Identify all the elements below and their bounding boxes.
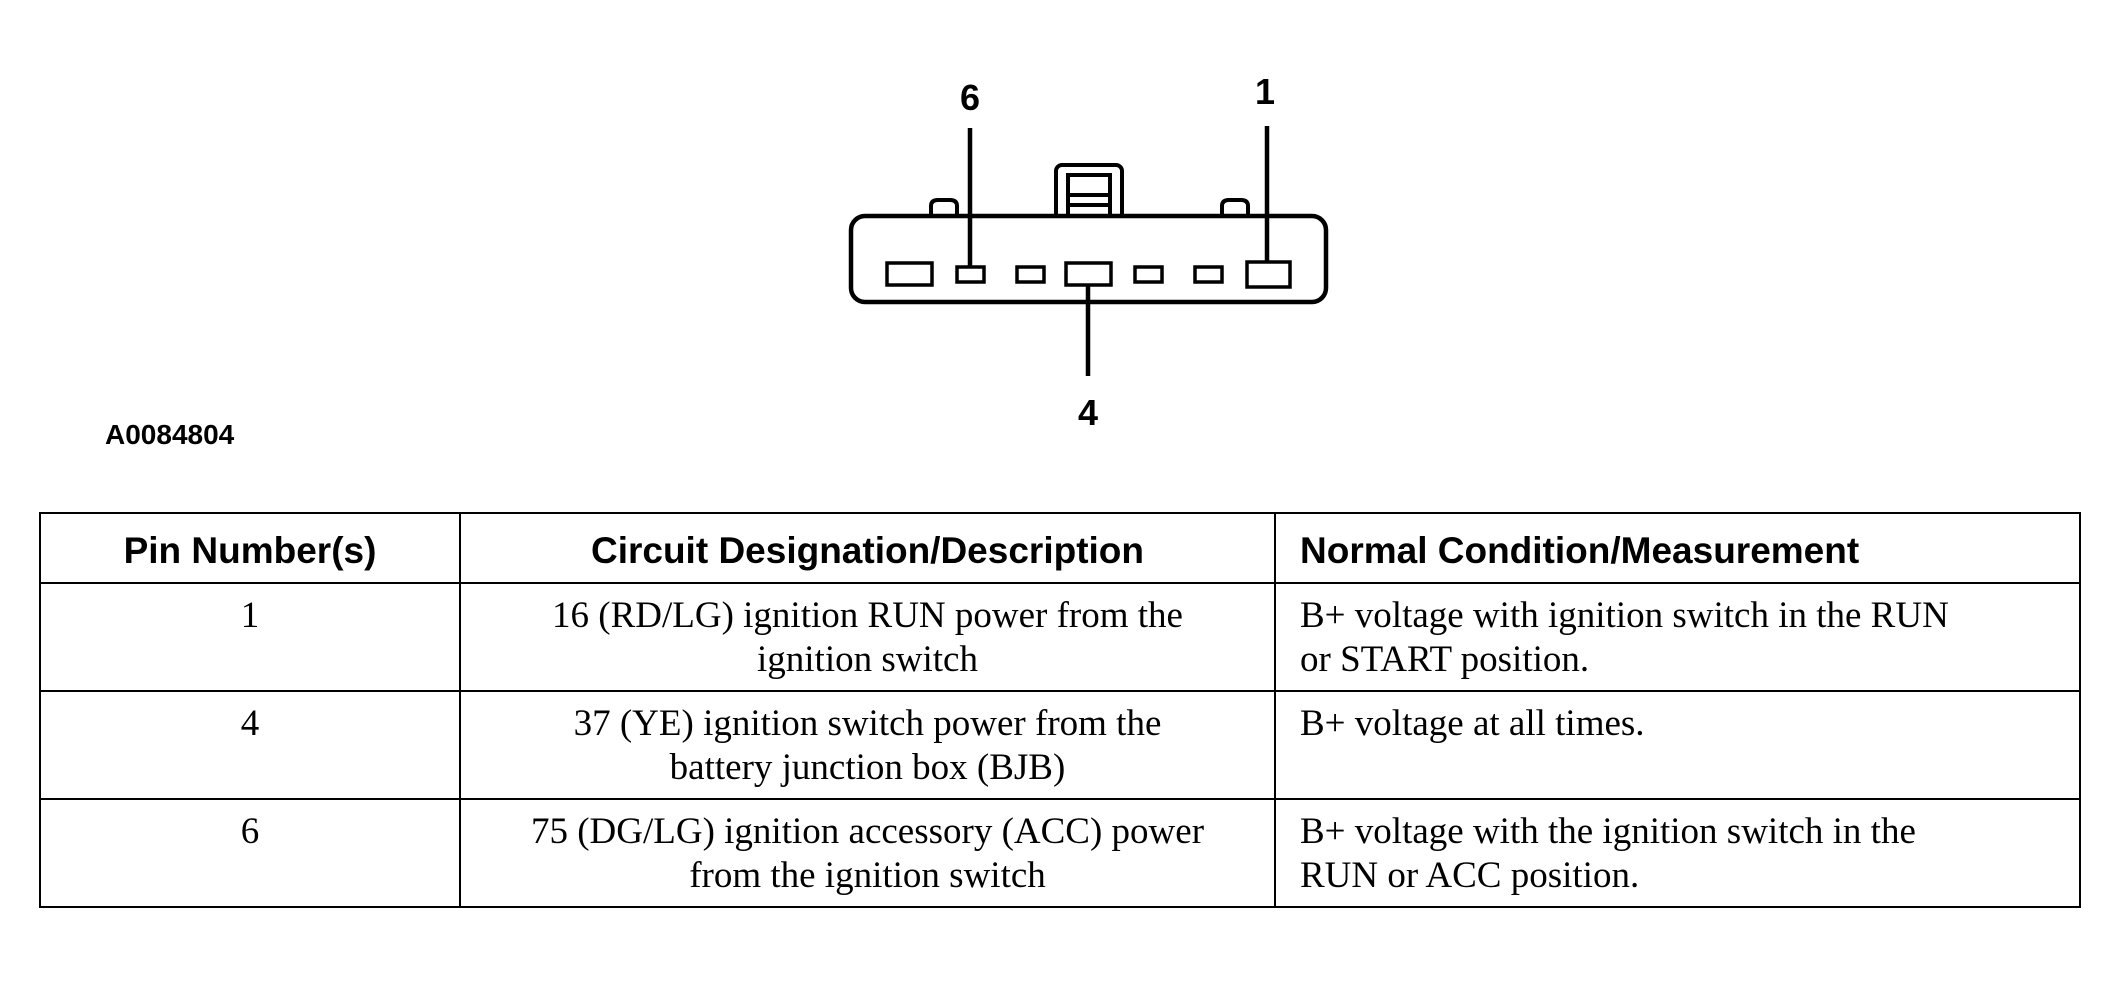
connector-latch [1054, 163, 1124, 223]
cavity-4 [1064, 261, 1113, 287]
connector-bump-right [1220, 198, 1250, 218]
table-header-row: Pin Number(s) Circuit Designation/Descri… [39, 512, 2081, 584]
cell-condition: B+ voltage at all times. [1274, 690, 2081, 800]
connector-bump-left [929, 198, 959, 218]
cell-condition-line: or START position. [1300, 638, 1590, 680]
table-row: 6 75 (DG/LG) ignition accessory (ACC) po… [39, 798, 2081, 908]
cell-condition-line: B+ voltage with ignition switch in the R… [1300, 595, 1949, 636]
cell-circuit: 75 (DG/LG) ignition accessory (ACC) powe… [459, 798, 1276, 908]
figure-id: A0084804 [105, 419, 235, 450]
connector-cavities [885, 260, 1292, 289]
callout-pin-4: 4 [1078, 392, 1098, 433]
cell-condition-line: RUN or ACC position. [1300, 854, 1640, 896]
cell-condition: B+ voltage with the ignition switch in t… [1274, 798, 2081, 908]
cavity-1 [1245, 260, 1292, 289]
cell-circuit-line: battery junction box (BJB) [669, 746, 1066, 788]
cell-circuit-line: 75 (DG/LG) ignition accessory (ACC) powe… [530, 811, 1205, 852]
header-pin-numbers: Pin Number(s) [39, 512, 461, 584]
pin-table: Pin Number(s) Circuit Designation/Descri… [39, 512, 2081, 908]
cell-condition-line: B+ voltage at all times. [1300, 703, 1645, 744]
connector-diagram: 6 1 4 A0084804 [105, 71, 1329, 450]
cell-condition: B+ voltage with ignition switch in the R… [1274, 582, 2081, 692]
cell-pin: 1 [39, 582, 461, 692]
cavity-5 [1015, 265, 1046, 284]
cell-circuit-line: 16 (RD/LG) ignition RUN power from the [552, 595, 1183, 636]
cell-circuit-line: ignition switch [757, 638, 978, 680]
cell-circuit-line: from the ignition switch [689, 854, 1046, 896]
cell-circuit: 37 (YE) ignition switch power from the b… [459, 690, 1276, 800]
callout-pin-6: 6 [960, 77, 980, 118]
cavity-7 [885, 261, 934, 287]
cavity-2 [1193, 265, 1224, 284]
cell-pin: 4 [39, 690, 461, 800]
callout-pin-1: 1 [1255, 71, 1275, 112]
header-circuit-designation: Circuit Designation/Description [459, 512, 1276, 584]
table-row: 1 16 (RD/LG) ignition RUN power from the… [39, 582, 2081, 692]
cell-circuit: 16 (RD/LG) ignition RUN power from the i… [459, 582, 1276, 692]
cell-pin: 6 [39, 798, 461, 908]
cavity-6 [955, 265, 986, 284]
header-normal-condition: Normal Condition/Measurement [1274, 512, 2081, 584]
table-row: 4 37 (YE) ignition switch power from the… [39, 690, 2081, 800]
cell-circuit-line: 37 (YE) ignition switch power from the [573, 703, 1162, 744]
cavity-3 [1133, 265, 1164, 284]
cell-condition-line: B+ voltage with the ignition switch in t… [1300, 811, 1916, 852]
